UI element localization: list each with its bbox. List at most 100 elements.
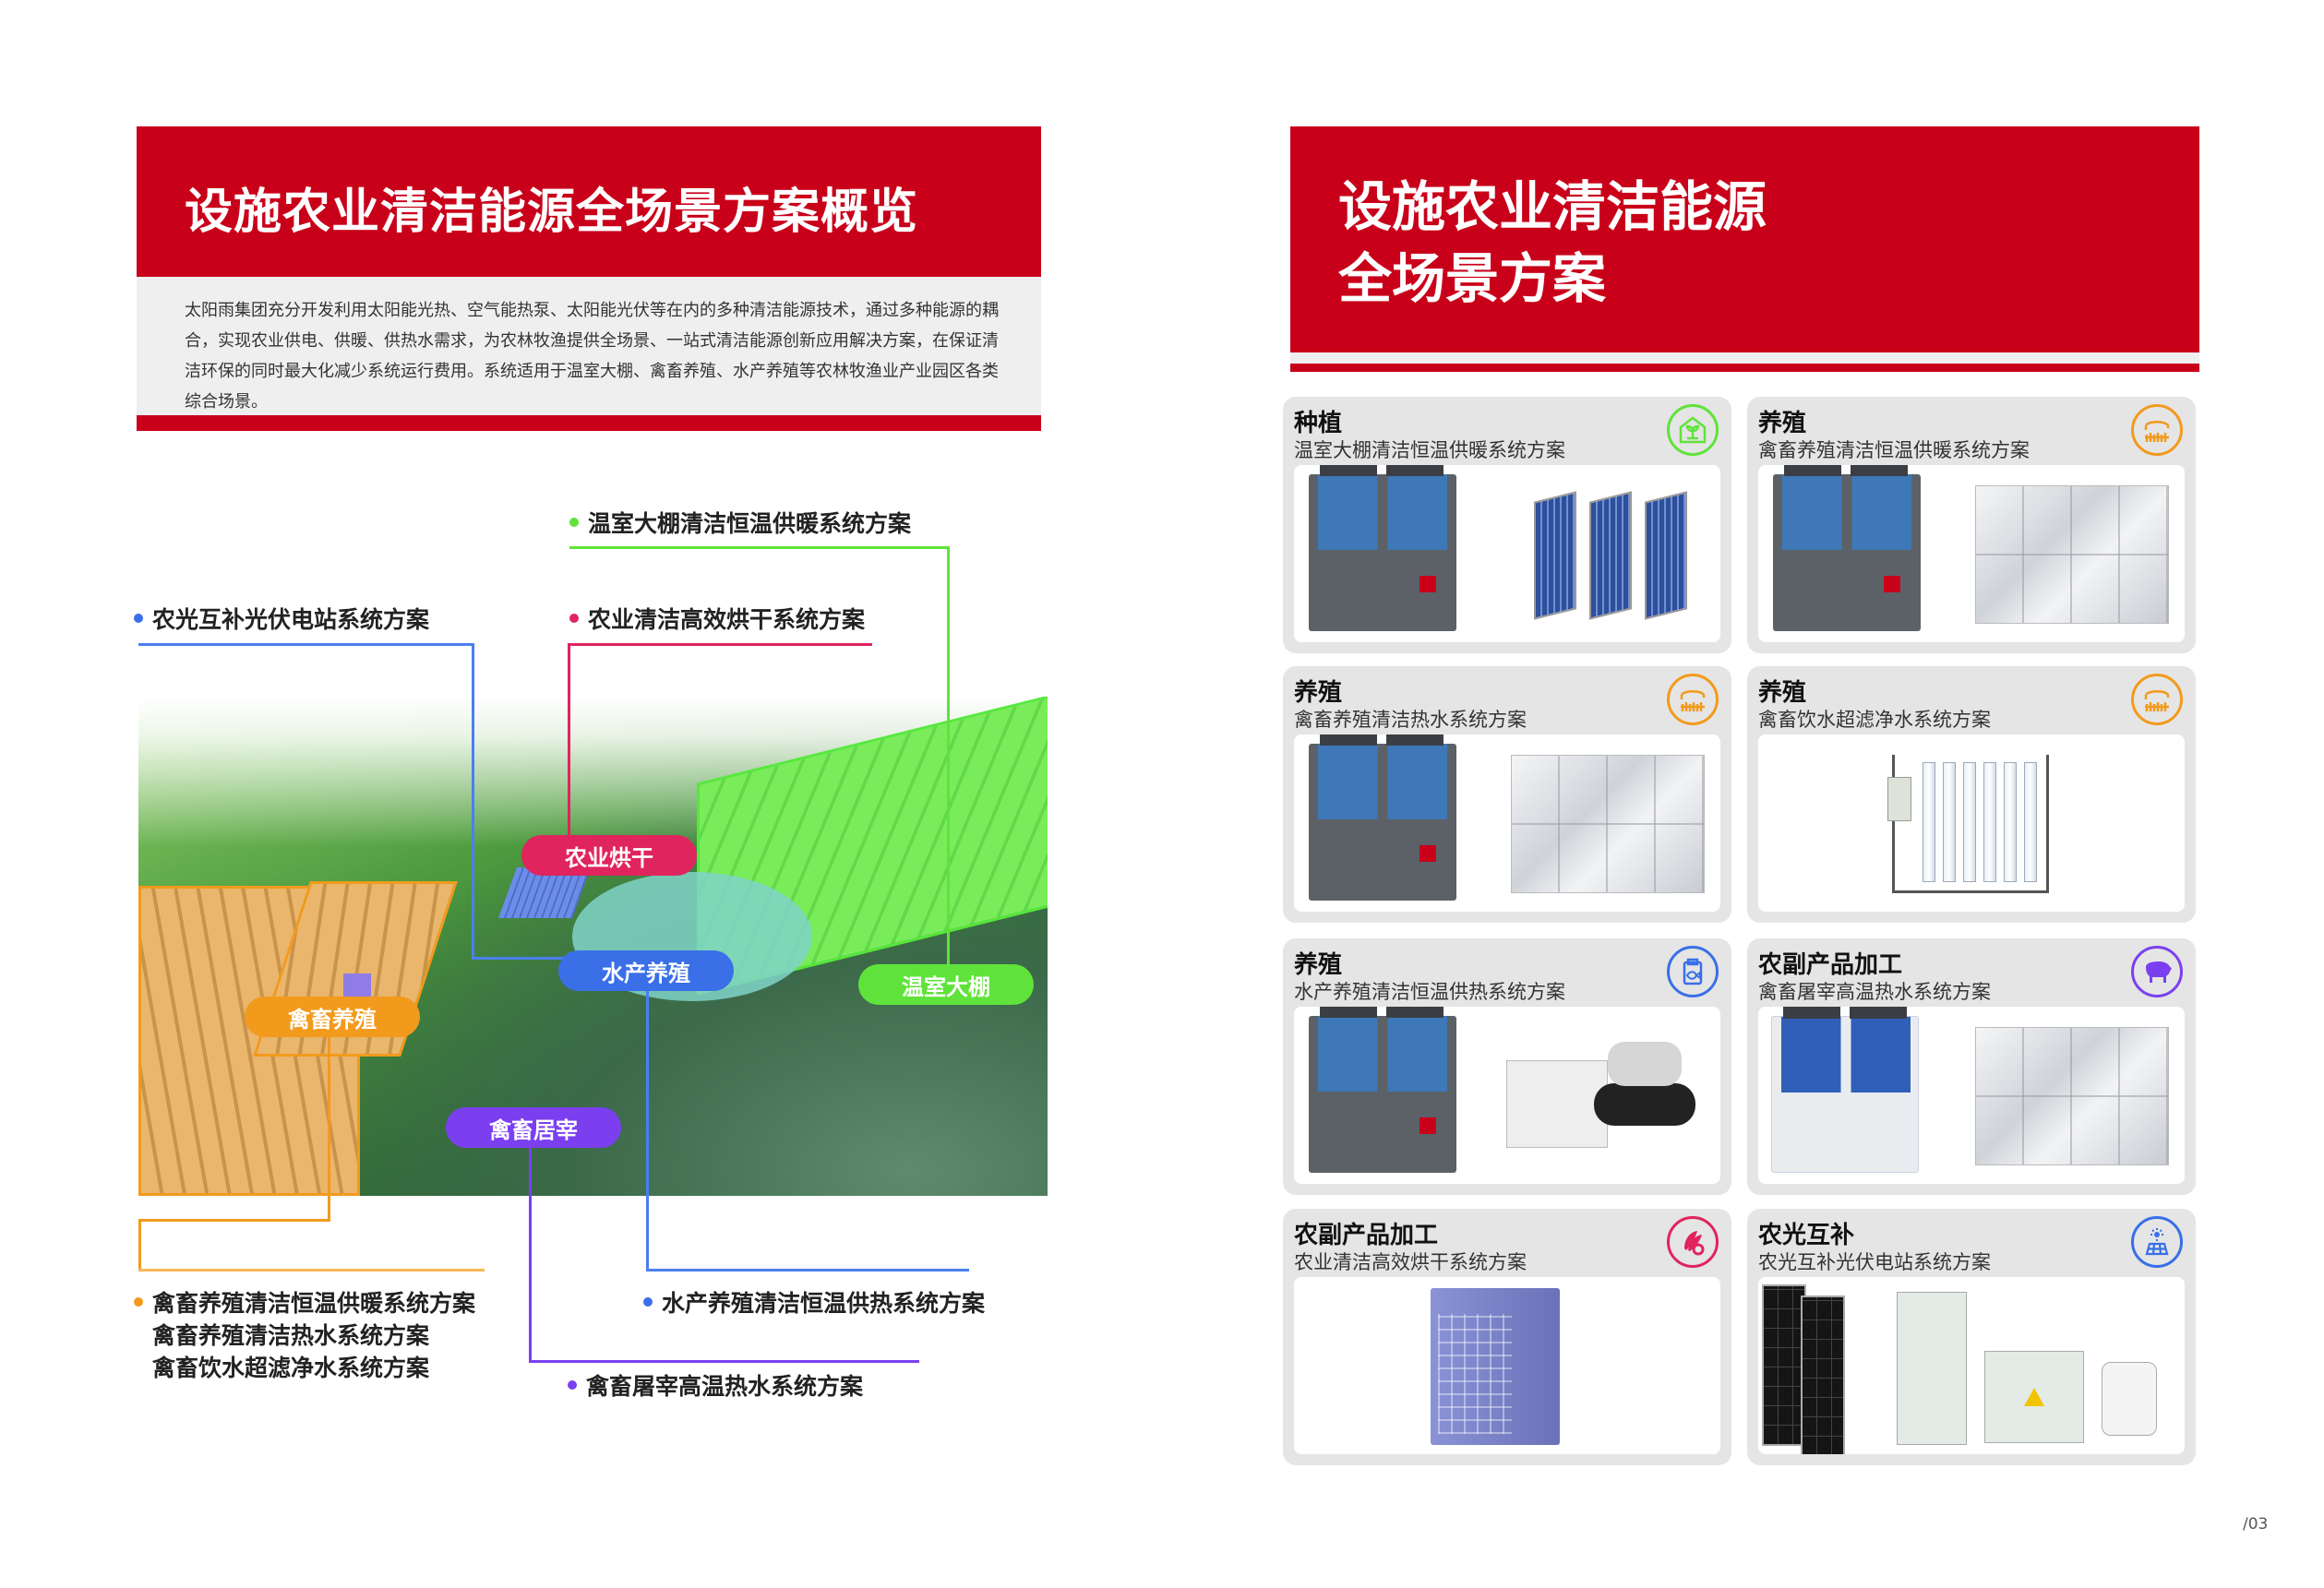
solution-card-drinking-water-filtration[interactable]: 养殖 禽畜饮水超滤净水系统方案: [1747, 666, 2196, 923]
callout-livestock-text-3: 禽畜饮水超滤净水系统方案: [152, 1355, 430, 1381]
solution-card-aquaculture-heating[interactable]: 养殖 水产养殖清洁恒温供热系统方案: [1283, 938, 1731, 1195]
card-subtitle: 禽畜养殖清洁恒温供暖系统方案: [1758, 439, 2030, 461]
connector-line-greenhouse: [947, 546, 950, 966]
bullet-dot-icon: [568, 1380, 577, 1390]
product-image: [1758, 734, 2185, 912]
page-title: 设施农业清洁能源全场景方案概览: [185, 185, 919, 240]
livestock-barn-icon: [2131, 674, 2183, 725]
bullet-dot-icon: [134, 1297, 143, 1307]
map-label-greenhouse: 温室大棚: [858, 964, 1034, 1005]
callout-slaughter-text: 禽畜屠宰高温热水系统方案: [586, 1373, 864, 1400]
product-image: [1758, 1277, 2185, 1454]
grain-gear-icon: [1667, 1216, 1719, 1268]
connector-line-slaughter: [529, 1360, 919, 1363]
callout-greenhouse-text: 温室大棚清洁恒温供暖系统方案: [588, 510, 912, 537]
description-box: 太阳雨集团充分开发利用太阳能光热、空气能热泵、太阳能光伏等在内的多种清洁能源技术…: [137, 277, 1041, 415]
solutions-header: 设施农业清洁能源 全场景方案: [1290, 126, 2199, 372]
description-text: 太阳雨集团充分开发利用太阳能光热、空气能热泵、太阳能光伏等在内的多种清洁能源技术…: [185, 301, 999, 412]
greenhouse-plant-icon: [1667, 404, 1719, 456]
map-label-livestock: 禽畜养殖: [245, 997, 420, 1037]
water-source-chiller: [1506, 1033, 1695, 1171]
inverter: [2102, 1362, 2157, 1436]
connector-line-drying: [568, 643, 872, 646]
water-tank: [1511, 755, 1705, 893]
connector-line-livestock: [138, 1219, 330, 1222]
header-red-bar: [1290, 364, 2199, 372]
solar-collector: [1645, 491, 1687, 620]
card-category: 农副产品加工: [1758, 951, 1903, 979]
card-subtitle: 禽畜屠宰高温热水系统方案: [1758, 981, 1991, 1003]
solar-panel-icon: [2131, 1216, 2183, 1268]
solution-card-agri-drying[interactable]: 农副产品加工 农业清洁高效烘干系统方案: [1283, 1209, 1731, 1465]
connector-line-livestock: [328, 1037, 330, 1222]
card-subtitle: 禽畜饮水超滤净水系统方案: [1758, 709, 1991, 731]
solution-card-agri-pv-station[interactable]: 农光互补 农光互补光伏电站系统方案: [1747, 1209, 2196, 1465]
callout-livestock-text-1: 禽畜养殖清洁恒温供暖系统方案: [152, 1290, 476, 1317]
connector-line-greenhouse: [569, 546, 950, 549]
slaughter-building: [343, 973, 371, 999]
fish-tank-icon: [1667, 946, 1719, 997]
callout-drying-text: 农业清洁高效烘干系统方案: [588, 606, 866, 633]
heat-pump-unit: [1771, 1007, 1919, 1173]
pig-icon: [2131, 946, 2183, 997]
bullet-dot-icon: [569, 614, 579, 623]
card-category: 养殖: [1294, 679, 1343, 707]
callout-greenhouse: 温室大棚清洁恒温供暖系统方案: [569, 506, 911, 539]
card-subtitle: 禽畜养殖清洁热水系统方案: [1294, 709, 1527, 731]
card-category: 种植: [1294, 410, 1343, 437]
connector-line-pv: [138, 643, 474, 646]
map-label-aquaculture: 水产养殖: [558, 950, 734, 991]
aerial-park-map: [138, 697, 1048, 1196]
product-image: [1294, 1007, 1720, 1184]
title-line-1: 设施农业清洁能源: [1338, 175, 1767, 238]
card-category: 农光互补: [1758, 1222, 1855, 1249]
card-subtitle: 农业清洁高效烘干系统方案: [1294, 1251, 1527, 1273]
pv-module: [1801, 1295, 1845, 1454]
card-subtitle: 农光互补光伏电站系统方案: [1758, 1251, 1991, 1273]
page-number: /03: [2243, 1515, 2269, 1534]
connector-line-drying: [568, 643, 570, 837]
combiner-box: [1984, 1351, 2084, 1443]
water-tank: [1975, 485, 2169, 624]
heat-pump-unit: [1773, 465, 1921, 631]
pv-module: [1762, 1284, 1806, 1446]
product-image: [1758, 465, 2185, 642]
card-subtitle: 温室大棚清洁恒温供暖系统方案: [1294, 439, 1565, 461]
connector-line-aquaculture: [646, 991, 649, 1272]
livestock-barn-icon: [2131, 404, 2183, 456]
connector-line-aquaculture: [646, 1269, 969, 1272]
solar-collector: [1534, 491, 1576, 620]
callout-slaughter: 禽畜屠宰高温热水系统方案: [568, 1368, 863, 1402]
ultrafiltration-unit: [1887, 755, 2049, 893]
solution-card-livestock-heating[interactable]: 养殖 禽畜养殖清洁恒温供暖系统方案: [1747, 397, 2196, 653]
callout-aquaculture-text: 水产养殖清洁恒温供热系统方案: [662, 1290, 986, 1317]
solution-card-slaughter-hot-water[interactable]: 农副产品加工 禽畜屠宰高温热水系统方案: [1747, 938, 2196, 1195]
connector-line-pv: [472, 957, 573, 960]
product-image: [1758, 1007, 2185, 1184]
bullet-dot-icon: [569, 518, 579, 527]
callout-pv: 农光互补光伏电站系统方案: [134, 602, 429, 635]
card-category: 养殖: [1758, 679, 1807, 707]
bullet-dot-icon: [643, 1297, 653, 1307]
callout-aquaculture: 水产养殖清洁恒温供热系统方案: [643, 1285, 985, 1319]
heat-pump-unit: [1309, 465, 1456, 631]
solution-card-greenhouse-heating[interactable]: 种植 温室大棚清洁恒温供暖系统方案: [1283, 397, 1731, 653]
control-cabinet: [1897, 1292, 1967, 1445]
connector-line-livestock: [138, 1219, 141, 1271]
callout-drying: 农业清洁高效烘干系统方案: [569, 602, 865, 635]
card-subtitle: 水产养殖清洁恒温供热系统方案: [1294, 981, 1565, 1003]
solution-card-livestock-hot-water[interactable]: 养殖 禽畜养殖清洁热水系统方案: [1283, 666, 1731, 923]
product-image: [1294, 734, 1720, 912]
drying-heat-pump-unit: [1431, 1288, 1560, 1445]
callout-pv-text: 农光互补光伏电站系统方案: [152, 606, 430, 633]
card-category: 农副产品加工: [1294, 1222, 1439, 1249]
callout-livestock-text-2: 禽畜养殖清洁热水系统方案: [152, 1322, 430, 1349]
title-line-2: 全场景方案: [1338, 247, 1607, 310]
overview-header: 设施农业清洁能源全场景方案概览 太阳雨集团充分开发利用太阳能光热、空气能热泵、太…: [137, 126, 1041, 431]
card-category: 养殖: [1294, 951, 1343, 979]
header-gray-stripe: [1290, 352, 2199, 364]
connector-line-livestock: [138, 1269, 485, 1272]
page-title-right: 设施农业清洁能源 全场景方案: [1338, 171, 1767, 315]
map-label-slaughter: 禽畜居宰: [446, 1107, 621, 1148]
water-tank: [1975, 1027, 2169, 1165]
